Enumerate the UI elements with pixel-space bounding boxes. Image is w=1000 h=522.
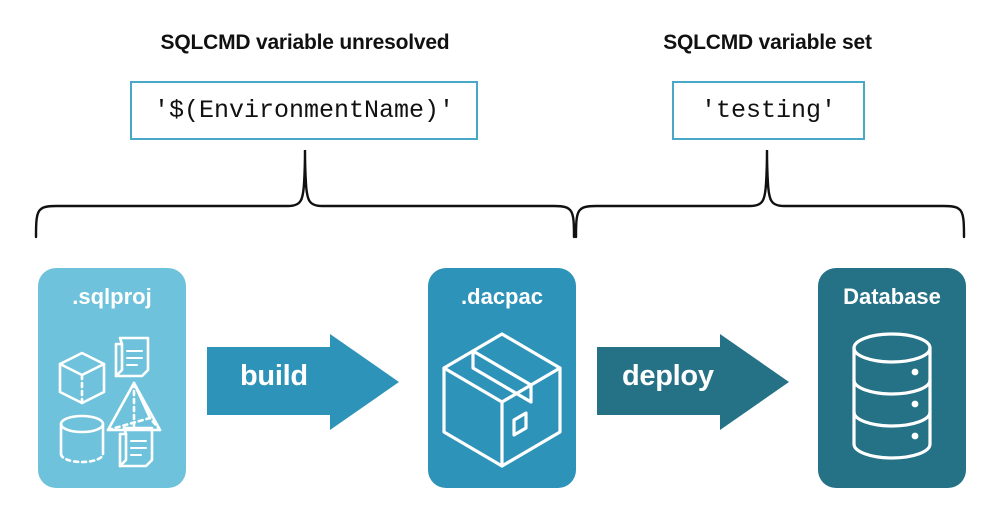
code-box-environment-name: '$(EnvironmentName)' bbox=[130, 81, 478, 140]
pyramid-icon bbox=[106, 381, 162, 432]
script-scroll-icon bbox=[114, 336, 150, 378]
stage-label-dacpac: .dacpac bbox=[461, 284, 543, 309]
script-scroll-icon bbox=[118, 426, 154, 468]
stage-box-database: Database bbox=[818, 268, 966, 488]
database-artwork bbox=[852, 332, 932, 460]
brace-left bbox=[34, 149, 576, 239]
cylinder-icon bbox=[59, 414, 105, 464]
sqlproj-artwork bbox=[58, 336, 162, 468]
code-box-testing: 'testing' bbox=[672, 81, 865, 140]
heading-sqlcmd-variable-set: SQLCMD variable set bbox=[663, 31, 872, 54]
stage-label-database: Database bbox=[843, 284, 941, 309]
package-box-icon bbox=[442, 332, 562, 468]
stage-box-sqlproj: .sqlproj bbox=[38, 268, 186, 488]
heading-sqlcmd-variable-unresolved: SQLCMD variable unresolved bbox=[160, 31, 450, 54]
brace-right bbox=[574, 149, 966, 239]
arrow-deploy bbox=[597, 334, 789, 430]
database-cylinder-icon bbox=[852, 332, 932, 460]
stage-label-sqlproj: .sqlproj bbox=[72, 284, 152, 309]
arrow-build bbox=[207, 334, 399, 430]
cube-icon bbox=[58, 351, 106, 405]
dacpac-artwork bbox=[442, 332, 562, 468]
stage-box-dacpac: .dacpac bbox=[428, 268, 576, 488]
